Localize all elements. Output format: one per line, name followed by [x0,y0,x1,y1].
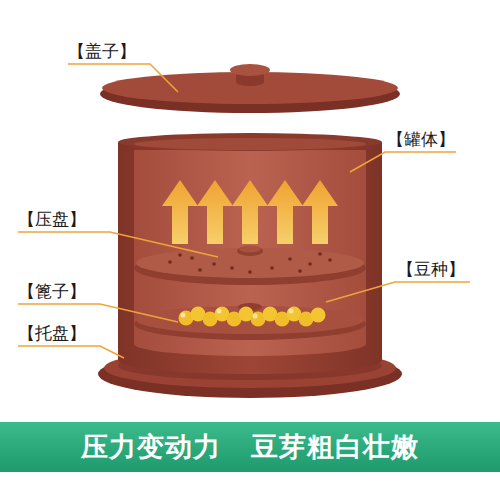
part-label: 【压盘】 [18,209,86,229]
leader-lines [18,64,470,358]
lid [100,64,400,113]
part-label: 【豆种】 [397,259,465,279]
slogan-band: 压力变动力 豆芽粗白壮嫩 [0,422,500,472]
press-plate [134,246,366,286]
sieve-plate [134,303,366,340]
part-label: 【托盘】 [18,323,86,343]
jar-body [118,133,382,374]
slogan-text: 压力变动力 豆芽粗白壮嫩 [81,429,419,465]
part-label: 【篦子】 [18,281,86,301]
pressure-arrows [162,180,338,244]
part-label: 【盖子】 [68,41,136,61]
beans [179,307,326,327]
part-label: 【罐体】 [387,129,455,149]
